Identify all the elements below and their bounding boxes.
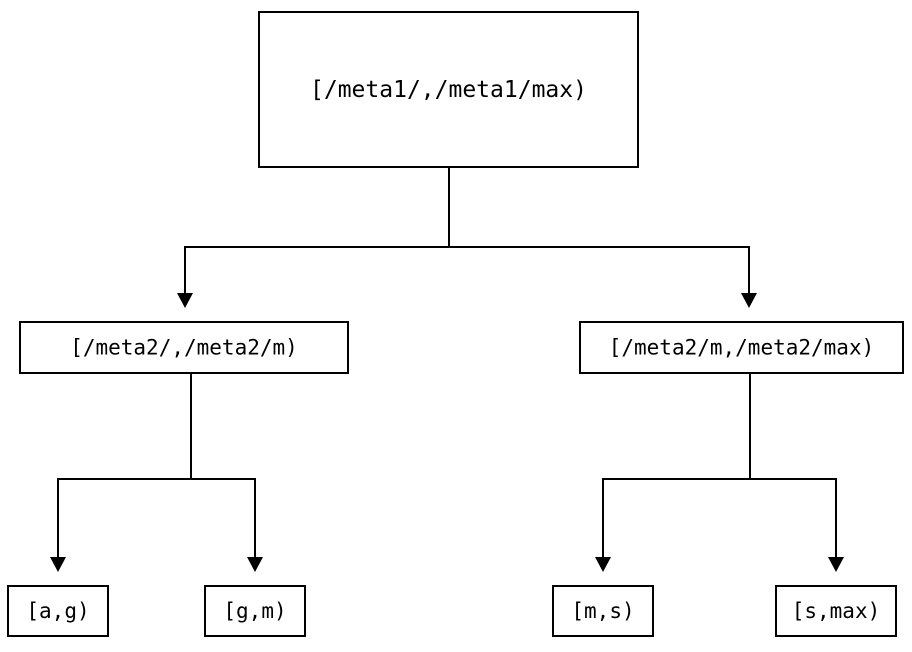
node-leaf-3-label: [m,s) [571, 599, 634, 623]
node-leaf-4-box[interactable] [775, 585, 897, 637]
edge-mid-right-to-leaf-4-arrowhead-icon [828, 557, 844, 572]
node-leaf-1-box[interactable] [7, 585, 109, 637]
edge-mid-left-to-leaf-1-line [57, 373, 192, 557]
edge-root-to-mid-left-arrowhead-icon [177, 293, 193, 308]
edge-mid-right-to-leaf-4-line [749, 373, 837, 557]
edge-root-to-mid-left-line [184, 167, 450, 293]
edge-mid-right-to-leaf-3 [595, 373, 751, 572]
node-mid-left[interactable]: [/meta2/,/meta2/m) [19, 321, 349, 374]
edges-layer [50, 167, 844, 572]
edge-mid-right-to-leaf-3-line [602, 373, 751, 557]
node-leaf-4-label: [s,max) [792, 599, 881, 623]
node-leaf-3[interactable]: [m,s) [552, 585, 654, 637]
edge-root-to-mid-right [448, 167, 757, 308]
edge-mid-left-to-leaf-1-arrowhead-icon [50, 557, 66, 572]
edge-mid-left-to-leaf-2-arrowhead-icon [247, 557, 263, 572]
edge-root-to-mid-left [177, 167, 450, 308]
node-mid-right-box[interactable] [579, 321, 904, 374]
node-leaf-2-label: [g,m) [223, 599, 286, 623]
node-leaf-3-box[interactable] [552, 585, 654, 637]
node-mid-left-label: [/meta2/,/meta2/m) [70, 336, 298, 360]
edge-root-to-mid-right-arrowhead-icon [741, 293, 757, 308]
node-root-box[interactable] [258, 11, 639, 168]
edge-root-to-mid-right-line [448, 167, 750, 293]
nodes-layer: [/meta1/,/meta1/max) [/meta2/,/meta2/m) [/… [7, 11, 904, 637]
node-mid-left-box[interactable] [19, 321, 349, 374]
node-root[interactable]: [/meta1/,/meta1/max) [258, 11, 639, 168]
node-mid-right-label: [/meta2/m,/meta2/max) [609, 336, 875, 360]
edge-mid-left-to-leaf-2-line [190, 373, 256, 557]
node-leaf-1-label: [a,g) [26, 599, 89, 623]
edge-mid-left-to-leaf-1 [50, 373, 192, 572]
node-mid-right[interactable]: [/meta2/m,/meta2/max) [579, 321, 904, 374]
node-root-label: [/meta1/,/meta1/max) [310, 77, 587, 103]
node-leaf-2[interactable]: [g,m) [204, 585, 306, 637]
node-leaf-1[interactable]: [a,g) [7, 585, 109, 637]
node-leaf-4[interactable]: [s,max) [775, 585, 897, 637]
edge-mid-right-to-leaf-3-arrowhead-icon [595, 557, 611, 572]
node-leaf-2-box[interactable] [204, 585, 306, 637]
edge-mid-left-to-leaf-2 [190, 373, 263, 572]
edge-mid-right-to-leaf-4 [749, 373, 844, 572]
